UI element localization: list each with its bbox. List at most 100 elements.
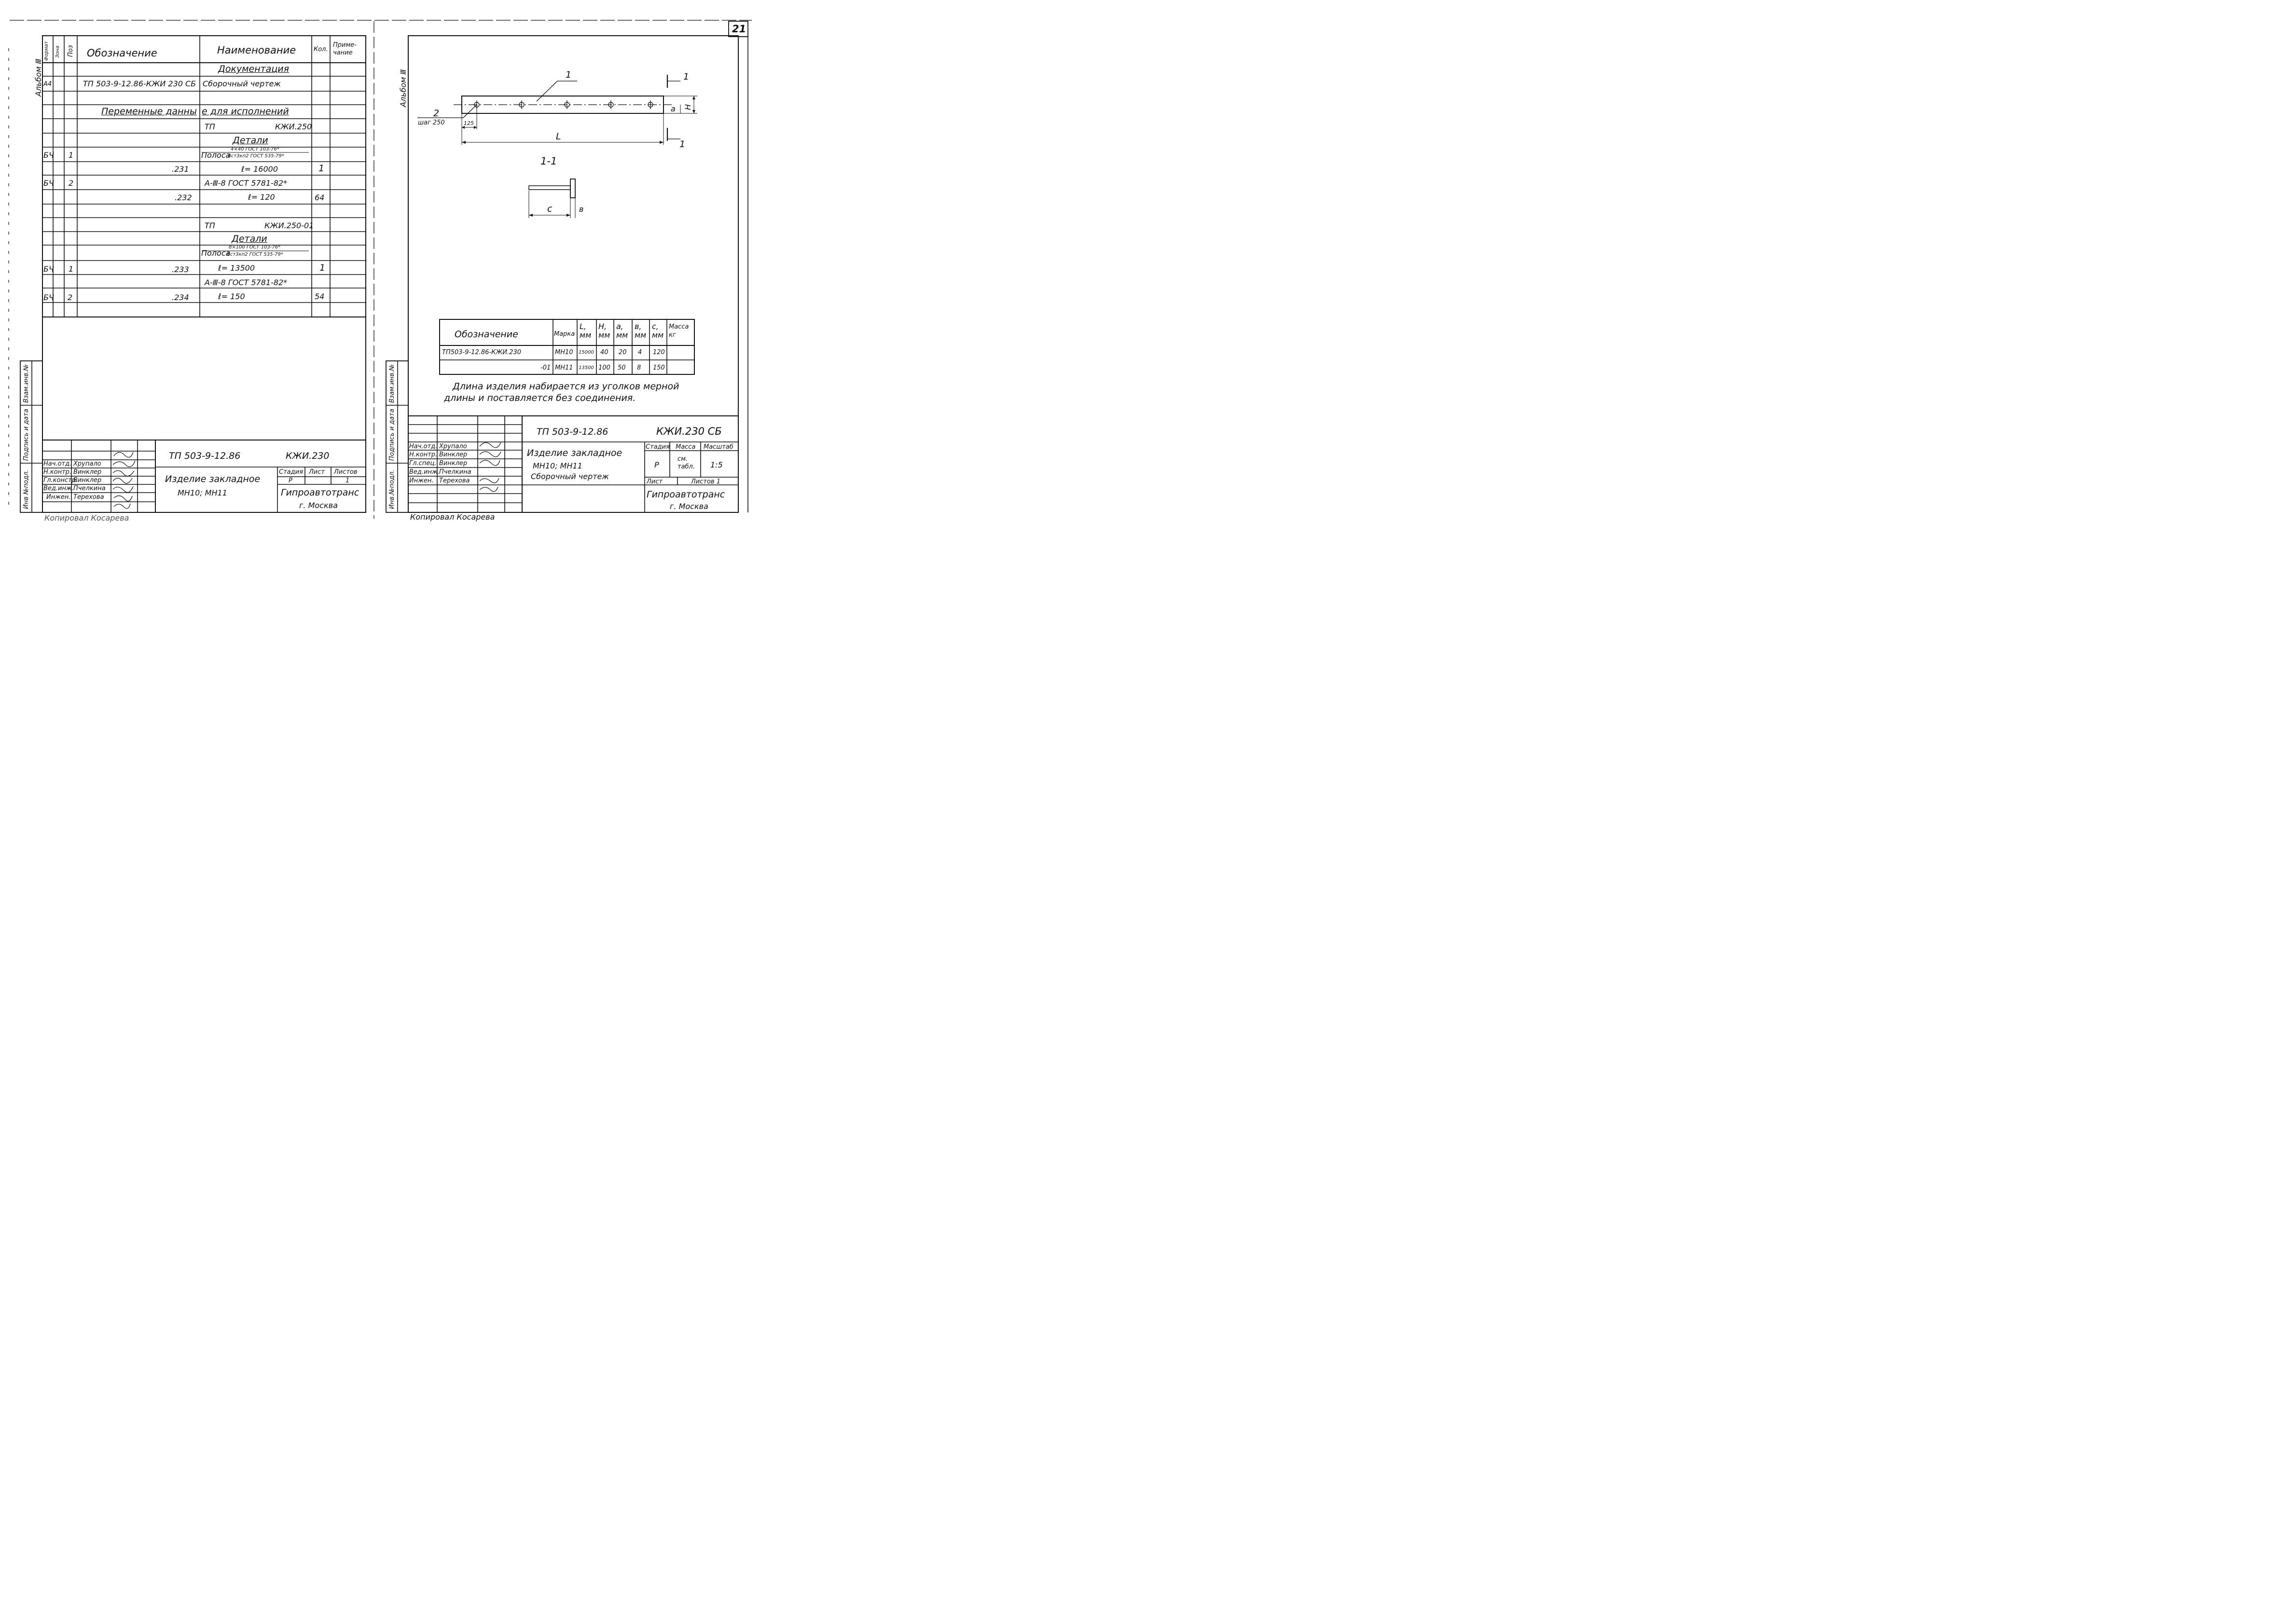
r4-format: БЧ — [43, 264, 54, 274]
drawing-dim-c: c — [547, 204, 553, 214]
tp2-mark: КЖИ.250-01 — [264, 221, 314, 230]
col-designation-header: Обозначение — [87, 47, 157, 59]
table-header-L: L, мм — [580, 322, 592, 340]
r2-format: БЧ — [43, 179, 54, 188]
album-label: Альбом Ⅲ — [34, 58, 43, 96]
col-name-header: Наименование — [217, 44, 296, 56]
col-note-header: Приме- чание — [333, 41, 357, 56]
signature-marks — [112, 442, 501, 509]
r3-name-bottom: Вст3кп2 ГОСТ 535-79* — [227, 252, 283, 257]
drawing-linework — [8, 20, 752, 519]
left-name-0: Хрупало — [73, 460, 101, 468]
table-row0-b: 4 — [638, 349, 642, 356]
col-zone-header: Зона — [55, 45, 60, 58]
left-sheets-value: 1 — [345, 477, 350, 484]
r5-name: А-Ⅲ-8 ГОСТ 5781-82* — [205, 278, 288, 287]
right-scale-label: Масштаб — [704, 443, 733, 451]
r2-name: А-Ⅲ-8 ГОСТ 5781-82* — [205, 179, 288, 188]
page-number: 21 — [732, 23, 746, 35]
r1-name: Полоса — [201, 151, 231, 160]
left-role-1: Н.контр. — [43, 468, 72, 476]
r6-name: ℓ= 150 — [218, 292, 245, 301]
right-stamp-podpis: Подпись и дата — [388, 409, 396, 461]
table-header-mark: Марка — [554, 330, 575, 338]
right-title-line3: Сборочный чертеж — [531, 472, 609, 481]
r1-name-bottom: Вст3кп2 ГОСТ 535-79* — [228, 153, 284, 159]
r3-name: Полоса — [201, 248, 231, 258]
table-row1-H: 100 — [598, 364, 610, 372]
r2-pos: 2 — [69, 179, 74, 188]
left-name-1: Винклер — [73, 468, 102, 476]
drawing-label-1: 1 — [566, 69, 572, 80]
right-name-1: Винклер — [439, 451, 468, 458]
table-row0-L: 15000 — [579, 350, 594, 355]
details1-heading: Детали — [233, 135, 268, 146]
right-sheet-label: Лист — [647, 478, 663, 485]
left-org-line1: Гипроавтотранс — [281, 487, 359, 498]
table-header-a: a, мм — [616, 322, 628, 340]
drawing-dim-L: L — [556, 131, 561, 142]
r6-pos: 2 — [68, 293, 73, 302]
right-name-0: Хрупало — [439, 443, 467, 450]
right-role-2: Гл.спец. — [409, 460, 437, 467]
left-role-4: Инжен. — [46, 494, 71, 501]
table-row1-designation: -01 — [540, 364, 551, 372]
tp1-label: ТП — [205, 122, 215, 131]
left-stamp-inv-podl: Инв №подл. — [23, 469, 30, 509]
left-stamp-podpis: Подпись и дата — [23, 409, 30, 461]
r4-qty: 1 — [319, 262, 326, 273]
table-row1-mark: МН11 — [555, 364, 573, 372]
left-doc-code: ТП 503-9-12.86 — [169, 451, 241, 461]
drawing-label-2: 2 — [433, 108, 440, 119]
col-pos-header: Поз — [67, 45, 74, 57]
table-header-H: H, мм — [598, 322, 610, 340]
right-doc-mark: КЖИ.230 СБ — [656, 426, 722, 437]
left-name-2: Винклер — [73, 477, 102, 484]
right-title-line2: МН10; МН11 — [533, 461, 582, 470]
table-row0-c: 120 — [653, 349, 665, 356]
table-header-c: c, мм — [652, 322, 664, 340]
left-name-4: Терехова — [73, 494, 104, 501]
table-header-b: в, мм — [635, 322, 647, 340]
left-title-line1: Изделие закладное — [165, 474, 261, 484]
r1-pos: 1 — [69, 151, 74, 160]
r1b-qty: 1 — [318, 163, 325, 174]
right-copied-by: Копировал Косарева — [410, 512, 495, 522]
table-row0-a: 20 — [619, 349, 627, 356]
left-role-3: Вед.инж. — [43, 485, 74, 492]
table-row0-designation: ТП503-9-12.86-КЖИ.230 — [442, 349, 521, 356]
r2b-designation: .232 — [175, 193, 192, 202]
col-format-header: Формат — [44, 41, 49, 61]
drawing-dim-b: в — [579, 205, 584, 214]
right-sheets-label: Листов 1 — [691, 478, 720, 485]
variable-data-right: е для исполнений — [202, 106, 289, 117]
right-role-1: Н.контр. — [409, 451, 438, 458]
r1b-name: ℓ= 16000 — [241, 165, 278, 174]
table-row1-c: 150 — [653, 364, 665, 372]
right-stage-label: Стадия — [646, 443, 670, 451]
right-title-line1: Изделие закладное — [527, 448, 622, 458]
left-name-3: Пчелкина — [73, 485, 106, 492]
left-doc-mark: КЖИ.230 — [286, 451, 330, 461]
right-org-line2: г. Москва — [670, 502, 708, 511]
right-mass-label: Масса — [676, 443, 696, 451]
right-stamp-inv-podl: Инв.№подл. — [388, 469, 396, 509]
album-label-right: Альбом Ⅲ — [399, 69, 408, 107]
drawing-dim-a: a — [671, 104, 676, 113]
right-scale-value: 1:5 — [710, 460, 723, 469]
right-stage-value: Р — [654, 460, 659, 469]
section-title: 1-1 — [540, 155, 557, 167]
right-role-4: Инжен. — [409, 477, 434, 484]
r4-designation: .233 — [172, 265, 189, 274]
doc-name: Сборочный чертеж — [203, 79, 281, 88]
left-copied-by: Копировал Косарева — [44, 513, 129, 523]
right-role-3: Вед.инж. — [409, 468, 440, 476]
r4-name: ℓ= 13500 — [218, 263, 255, 273]
left-sheets-label: Листов — [334, 468, 358, 476]
table-header-designation: Обозначение — [455, 329, 518, 340]
tp2-label: ТП — [205, 221, 215, 230]
r1-format: БЧ — [43, 151, 54, 160]
right-name-4: Терехова — [439, 477, 470, 484]
r1-name-top: 4×40 ГОСТ 103-76* — [231, 147, 279, 152]
r2b-qty: 64 — [315, 193, 325, 202]
